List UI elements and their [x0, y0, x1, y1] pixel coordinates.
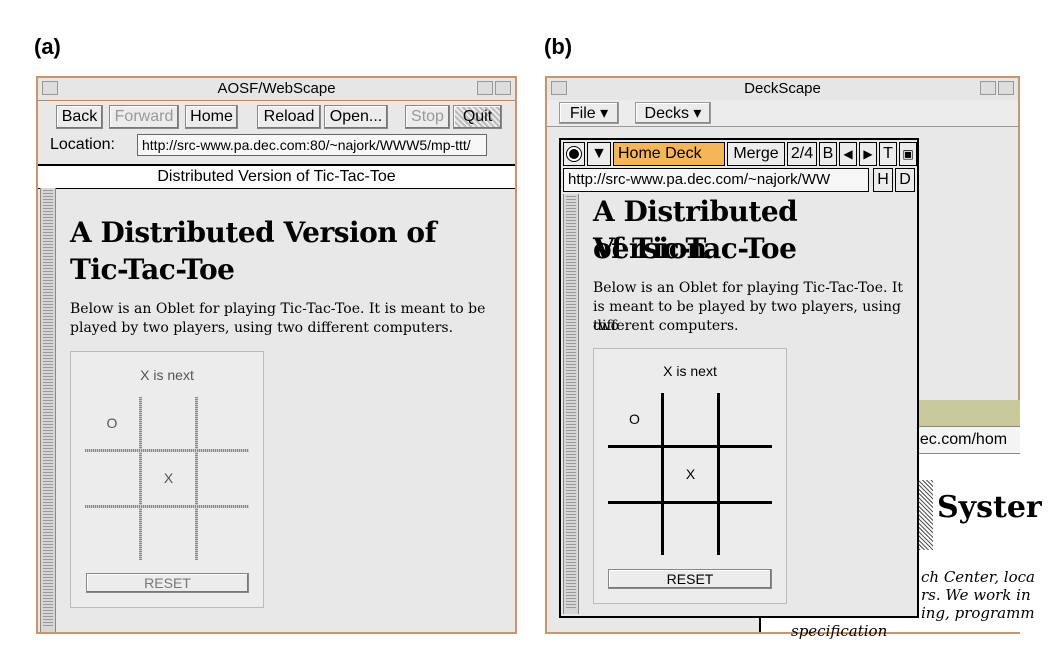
background-page-text-line2: rs. We work in [921, 586, 1031, 604]
page-body-line2: played by two players, using two differe… [70, 320, 454, 336]
deck-url-row: http://src-www.pa.dec.com/~najork/WW H D [563, 168, 915, 192]
tictactoe-oblet: X is next O X RESET [593, 348, 787, 604]
back-button[interactable]: Back [56, 105, 103, 129]
window-menu-button[interactable] [42, 81, 58, 95]
page-heading-line1: A Distributed Version of [70, 216, 437, 249]
quit-button[interactable]: Quit [453, 105, 502, 129]
deck-name[interactable]: Home Deck [613, 142, 725, 166]
deckscape-window: DeckScape File ▾ Decks ▾ dec.com/hom Sys… [545, 76, 1042, 640]
deck-toolbar: ▼ Home Deck Merge 2/4 B ◀ ▶ T ▣ [563, 142, 917, 166]
minimize-button[interactable] [477, 81, 493, 95]
d-button[interactable]: D [895, 168, 915, 192]
cell-center[interactable]: X [685, 466, 696, 482]
reset-button[interactable]: RESET [86, 573, 249, 593]
vertical-scrollbar[interactable] [40, 188, 56, 632]
scrollbar-thumb[interactable] [43, 190, 53, 626]
grid-line [139, 397, 142, 560]
page-count: 2/4 [787, 142, 817, 166]
background-page-text-line4: specification [791, 622, 888, 640]
t-button[interactable]: T [879, 142, 897, 166]
grid-line [661, 393, 664, 555]
minimize-button[interactable] [980, 81, 996, 95]
menubar: File ▾ Decks ▾ [547, 100, 1018, 127]
page-body-line2: is meant to be played by two players, us… [593, 299, 901, 334]
background-page-text-line1: ch Center, loca [921, 568, 1035, 586]
page-heading-line2: of Tic-Tac-Toe [593, 232, 797, 265]
open-button[interactable]: Open... [324, 105, 388, 129]
grid-line [717, 393, 720, 555]
cell-top-left[interactable]: O [106, 415, 118, 431]
background-page-text-line3: ing, programm [921, 604, 1035, 622]
location-input[interactable]: http://src-www.pa.dec.com:80/~najork/WWW… [137, 134, 487, 156]
decks-menu[interactable]: Decks ▾ [635, 102, 711, 124]
page-body-line1: Below is an Oblet for playing Tic-Tac-To… [70, 301, 486, 317]
background-page-heading: Syster [937, 490, 1042, 525]
deckscape-titlebar[interactable]: DeckScape [547, 78, 1018, 101]
tictactoe-oblet: X is next O X RESET [70, 351, 264, 608]
reset-button[interactable]: RESET [608, 569, 772, 589]
grid-line [608, 501, 772, 504]
reload-button[interactable]: Reload [257, 105, 321, 129]
page-title-bar: Distributed Version of Tic-Tac-Toe [38, 164, 515, 189]
page-heading-line2: Tic-Tac-Toe [70, 253, 235, 286]
window-menu-button[interactable] [551, 81, 567, 95]
webscape-titlebar[interactable]: AOSF/WebScape [38, 78, 515, 101]
webscape-window: AOSF/WebScape Back Forward Home Reload O… [36, 76, 517, 634]
prev-card-button[interactable]: ◀ [839, 142, 857, 166]
deck-url-input[interactable]: http://src-www.pa.dec.com/~najork/WW [563, 168, 869, 192]
home-deck[interactable]: ▼ Home Deck Merge 2/4 B ◀ ▶ T ▣ http://s… [559, 138, 919, 618]
grid-line [85, 449, 249, 452]
panel-label-b: (b) [544, 34, 573, 59]
page-heading-line1: A Distributed Version [593, 195, 798, 265]
h-button[interactable]: H [873, 168, 893, 192]
next-card-button[interactable]: ▶ [859, 142, 877, 166]
deck-dropdown-button[interactable]: ▼ [587, 142, 611, 166]
window-title: DeckScape [744, 80, 821, 97]
merge-button[interactable]: Merge [727, 142, 785, 166]
page-body-line3: different computers. [593, 318, 739, 334]
record-icon [566, 145, 582, 162]
home-button[interactable]: Home [185, 105, 238, 129]
arrow-right-icon: ▶ [863, 147, 873, 161]
chevron-down-icon: ▾ [688, 105, 702, 122]
stop-button[interactable]: Stop [405, 105, 450, 129]
chevron-down-icon: ▾ [595, 105, 609, 122]
arrow-left-icon: ◀ [843, 147, 853, 161]
file-menu-label: File [569, 105, 596, 122]
window-icon: ▣ [902, 147, 914, 161]
scrollbar-thumb[interactable] [566, 196, 576, 608]
window-title: AOSF/WebScape [217, 80, 336, 97]
maximize-button[interactable] [998, 81, 1014, 95]
grid-line [608, 445, 772, 448]
game-status: X is next [663, 363, 717, 379]
cell-center[interactable]: X [163, 470, 174, 486]
file-menu[interactable]: File ▾ [559, 102, 619, 124]
grid-line [85, 505, 249, 508]
forward-button[interactable]: Forward [109, 105, 179, 129]
page-body-line1: Below is an Oblet for playing Tic-Tac-To… [593, 280, 904, 296]
maximize-button[interactable] [495, 81, 511, 95]
cell-top-left[interactable]: O [629, 411, 640, 427]
panel-label-a: (a) [34, 34, 61, 59]
game-status: X is next [140, 367, 194, 383]
deck-close-button[interactable] [563, 142, 585, 166]
detach-button[interactable]: ▣ [899, 142, 917, 166]
b-button[interactable]: B [819, 142, 837, 166]
location-label: Location: [50, 136, 115, 153]
decks-menu-label: Decks [644, 105, 689, 122]
grid-line [195, 397, 198, 560]
deck-scrollbar[interactable] [563, 194, 579, 614]
